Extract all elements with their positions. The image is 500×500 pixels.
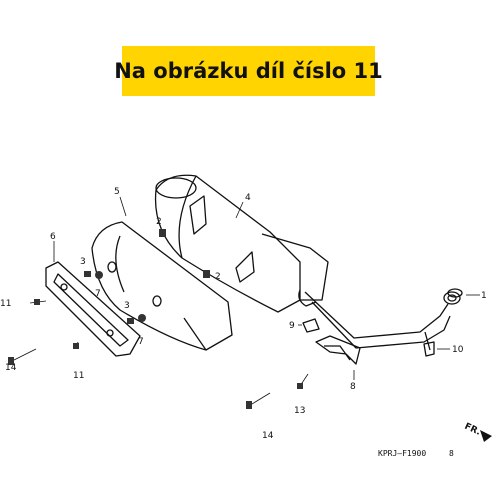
callout-2b: 2 <box>215 272 221 282</box>
callout-3a: 3 <box>80 257 86 267</box>
callout-6: 6 <box>50 232 56 242</box>
part-number-banner: Na obrázku díl číslo 11 <box>114 46 383 96</box>
muffler <box>154 174 329 313</box>
pipe-guard <box>315 335 361 365</box>
heat-shield <box>91 221 233 351</box>
callout-13: 13 <box>294 406 305 416</box>
exhaust-pipe <box>304 291 461 351</box>
callout-11a: 11 <box>0 299 11 309</box>
diagram-code: KPRJ–F1900 <box>378 449 426 458</box>
bolts <box>8 299 309 409</box>
front-direction-arrow: FR. <box>463 422 492 442</box>
banner-text: Na obrázku díl číslo 11 <box>114 59 383 83</box>
callout-7a: 7 <box>95 289 101 299</box>
callout-5: 5 <box>114 187 120 197</box>
callout-10: 10 <box>452 345 464 355</box>
leader-lines <box>53 196 480 380</box>
hardware <box>84 229 435 357</box>
direction-label: FR. <box>463 422 482 438</box>
callout-2a: 2 <box>156 217 162 227</box>
callout-4: 4 <box>245 193 251 203</box>
callout-11b: 11 <box>73 371 84 381</box>
callout-8: 8 <box>350 382 356 392</box>
gasket <box>447 288 463 298</box>
callout-14b: 14 <box>262 431 274 441</box>
callout-7b: 7 <box>138 337 144 347</box>
callout-3b: 3 <box>124 301 130 311</box>
callout-numbers: 5 4 2 2 6 3 3 7 7 11 11 14 14 9 13 8 1 1… <box>0 187 487 441</box>
diagram-code-suffix: 8 <box>449 449 454 458</box>
callout-9: 9 <box>289 321 295 331</box>
arrow-icon <box>480 430 492 442</box>
callout-14a: 14 <box>5 363 17 373</box>
muffler-bracket <box>45 261 141 357</box>
callout-1: 1 <box>481 291 487 301</box>
